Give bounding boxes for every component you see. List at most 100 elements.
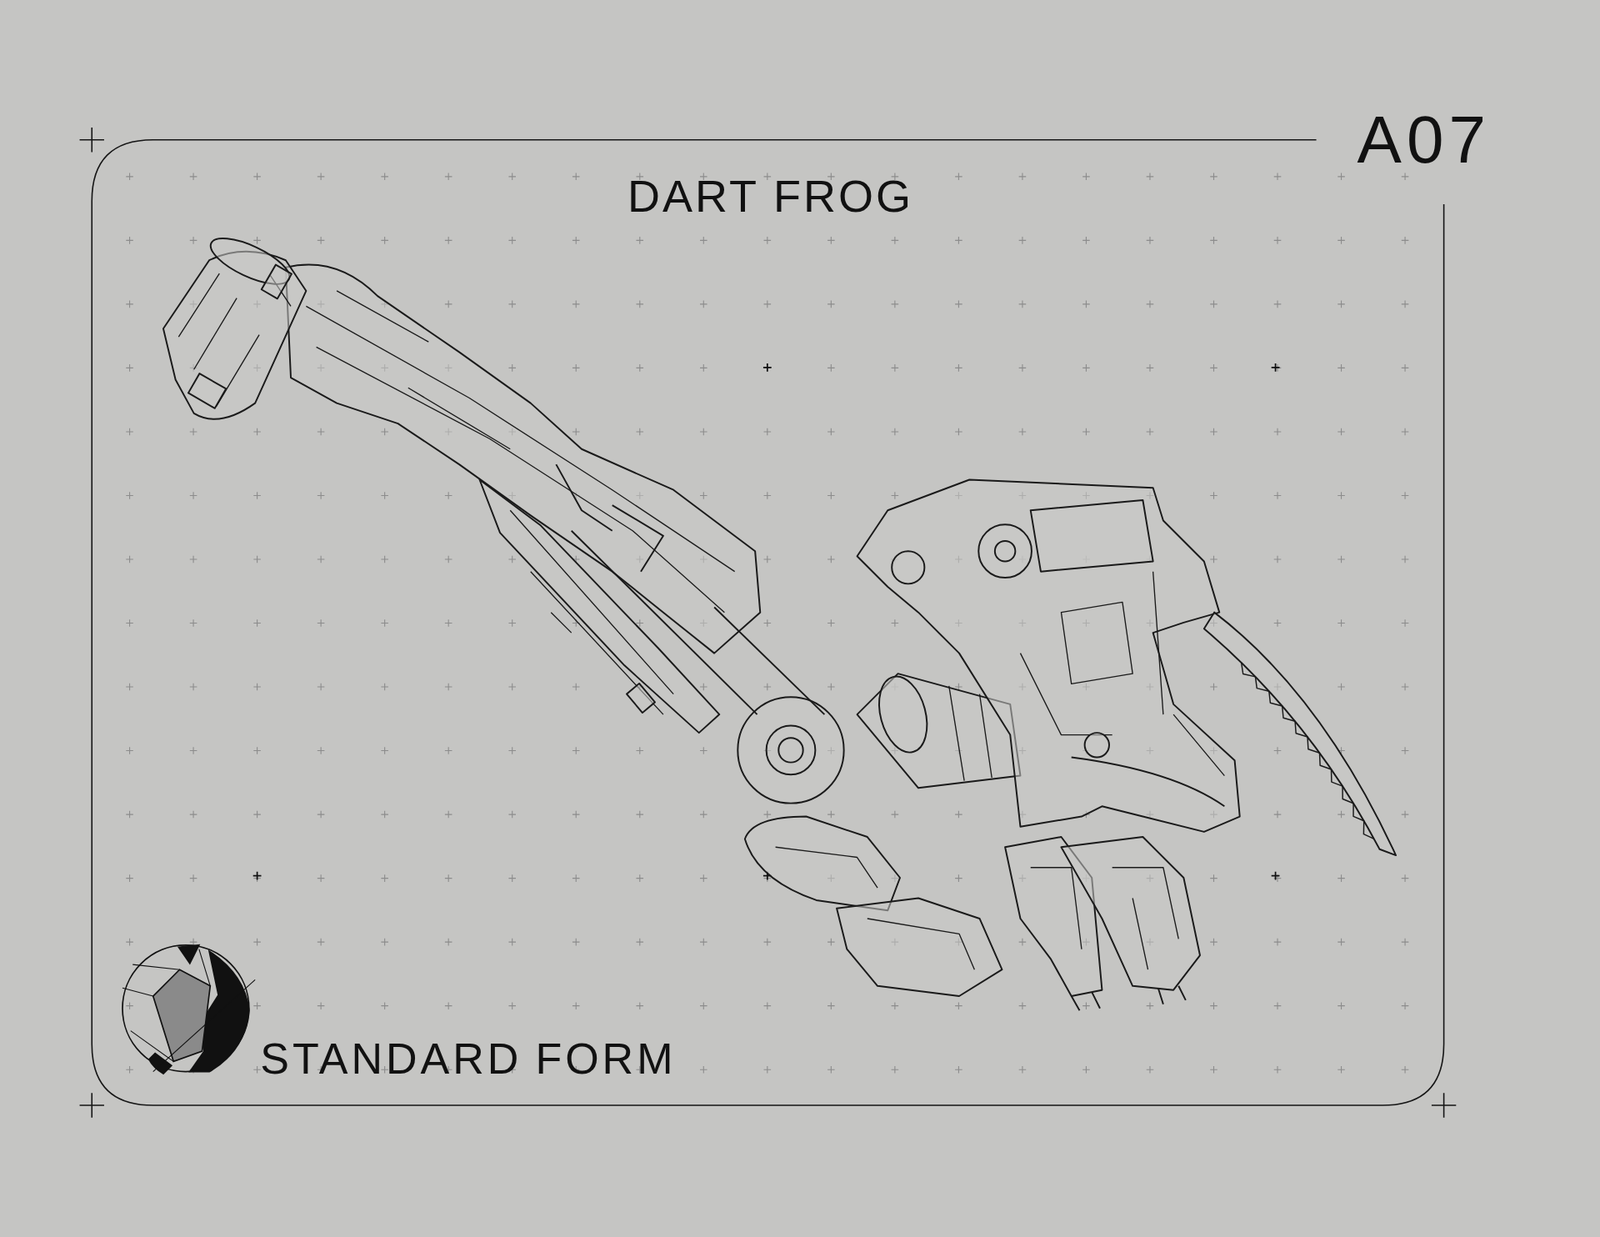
dot-grid-part (253, 173, 261, 181)
dot-grid-part (1274, 236, 1282, 245)
dot-grid-part (1337, 1001, 1345, 1010)
dot-grid-part (1274, 938, 1282, 946)
dot-grid-part (317, 938, 325, 946)
sheet-number: A07 (1357, 106, 1491, 174)
dot-grid-part (1337, 173, 1345, 181)
dot-grid-part (508, 236, 516, 245)
dot-grid-part (1401, 555, 1410, 564)
mech-leg-illustration-part (867, 867, 1179, 970)
dot-grid-part (445, 938, 453, 946)
dot-grid-part (891, 619, 900, 627)
dot-grid-part (1274, 1001, 1282, 1010)
sheet-frame (80, 127, 1457, 1118)
dot-grid-part (1401, 300, 1410, 309)
dot-grid-part (508, 938, 516, 946)
mech-leg-illustration (163, 229, 1396, 1010)
dot-grid-part (700, 491, 708, 500)
dot-grid-part (764, 1065, 772, 1074)
mech-leg-illustration-part (1241, 662, 1375, 839)
mech-leg-illustration-part (1071, 757, 1225, 807)
dot-grid-part (891, 428, 900, 436)
dot-grid-part (317, 428, 325, 436)
dot-grid-part (700, 364, 708, 372)
dot-grid-part (380, 491, 389, 500)
dot-grid-part (508, 683, 516, 691)
dot-grid-part (508, 619, 516, 627)
dot-grid-part (1019, 364, 1027, 372)
dot-grid-part (1274, 746, 1282, 755)
emblem-symbol-part (122, 945, 250, 1072)
dot-grid-part (1146, 236, 1155, 245)
dot-grid-part (1337, 236, 1345, 245)
dot-grid-part (317, 173, 325, 181)
dot-grid-part (380, 746, 389, 755)
dot-grid-part (891, 236, 900, 245)
dot-grid-part (1274, 428, 1282, 436)
dot-grid-part (1146, 364, 1155, 372)
dot-grid-part (445, 300, 453, 309)
dot-grid-part (1337, 874, 1345, 882)
dot-grid-part (253, 555, 261, 564)
dot-grid-part (1401, 619, 1410, 627)
dot-grid-part (253, 619, 261, 627)
dot-grid-part (1019, 1065, 1027, 1074)
dot-grid-part (700, 938, 708, 946)
dot-grid-part (508, 810, 516, 819)
emblem-symbol (122, 945, 255, 1074)
dot-grid-part (125, 173, 134, 181)
dot-grid-part (190, 874, 198, 882)
dot-grid-part (1210, 300, 1218, 309)
dot-grid-part (891, 1065, 900, 1074)
dot-grid-part (764, 619, 772, 627)
dot-grid-part (764, 428, 772, 436)
dot-grid-part (700, 428, 708, 436)
dot-grid-part (955, 173, 963, 181)
dot-grid-part (1210, 1065, 1218, 1074)
emblem-symbol-part (149, 1053, 172, 1074)
dot-grid-part (1210, 555, 1218, 564)
dot-grid-part (827, 619, 835, 627)
dot-grid-part (445, 173, 453, 181)
dot-grid-part (253, 491, 261, 500)
dot-grid-part (508, 746, 516, 755)
dot-grid-part (764, 810, 772, 819)
dot-grid-part (1401, 1065, 1410, 1074)
dot-grid-part (380, 619, 389, 627)
dot-grid-part (1210, 874, 1218, 882)
dot-grid-part (1337, 300, 1345, 309)
dot-grid-part (1274, 555, 1282, 564)
dot-grid-part (827, 938, 835, 946)
dot-grid-part (1337, 364, 1345, 372)
dot-grid-part (445, 683, 453, 691)
dot-grid-part (190, 236, 198, 245)
dot-grid-part (1210, 938, 1218, 946)
mech-leg-illustration-part (188, 373, 226, 409)
mech-leg-illustration-part (778, 737, 803, 762)
dot-grid-part (764, 300, 772, 309)
dot-grid-part (827, 236, 835, 245)
dot-grid-part (891, 1001, 900, 1010)
dot-grid-part (955, 810, 963, 819)
dot-grid-part (827, 683, 835, 691)
dot-grid-part (445, 746, 453, 755)
dot-grid-part (764, 491, 772, 500)
dot-grid-part (700, 810, 708, 819)
dot-grid-part (317, 683, 325, 691)
dot-grid-part (1337, 491, 1345, 500)
dot-grid-part (891, 491, 900, 500)
dot-grid-part (635, 874, 644, 882)
dot-grid-part (380, 1001, 389, 1010)
dot-grid-part (955, 300, 963, 309)
dot-grid-part (190, 173, 198, 181)
dot-grid-part (891, 810, 900, 819)
dot-grid-part (380, 428, 389, 436)
dot-grid-part (253, 1001, 261, 1010)
dot-grid-part (1210, 173, 1218, 181)
dot-grid-part (1210, 236, 1218, 245)
dot-grid-part (635, 300, 644, 309)
mech-leg-illustration-part (1071, 985, 1186, 1010)
sheet-title: DART FROG (627, 173, 914, 219)
dot-grid-part (1019, 428, 1027, 436)
dot-grid-part (1271, 363, 1280, 372)
emblem-symbol-part (178, 945, 199, 964)
